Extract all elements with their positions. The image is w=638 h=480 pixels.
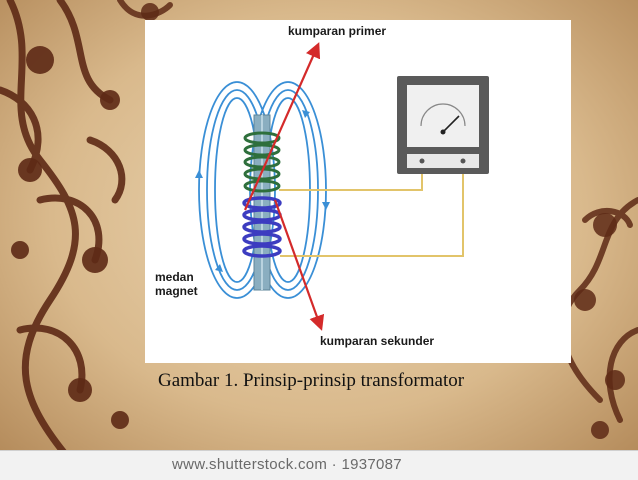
secondary-arrow	[273, 199, 325, 331]
magnetic-field-label-line1: medan	[155, 270, 194, 284]
secondary-coil-label: kumparan sekunder	[320, 334, 435, 348]
meter	[397, 76, 489, 174]
primary-coil	[243, 131, 281, 193]
transformer-diagram	[195, 42, 489, 331]
diagram-panel: kumparan primer kumparan sekunder medan …	[145, 20, 571, 363]
figure-caption: Gambar 1. Prinsip-prinsip transformator	[158, 370, 465, 391]
magnetic-field-label-line2: magnet	[155, 284, 198, 298]
primary-coil-label: kumparan primer	[288, 24, 387, 38]
watermark-bar: www.shutterstock.com · 1937087	[0, 450, 638, 480]
primary-arrow	[243, 42, 321, 211]
watermark-text: www.shutterstock.com · 1937087	[172, 456, 402, 473]
